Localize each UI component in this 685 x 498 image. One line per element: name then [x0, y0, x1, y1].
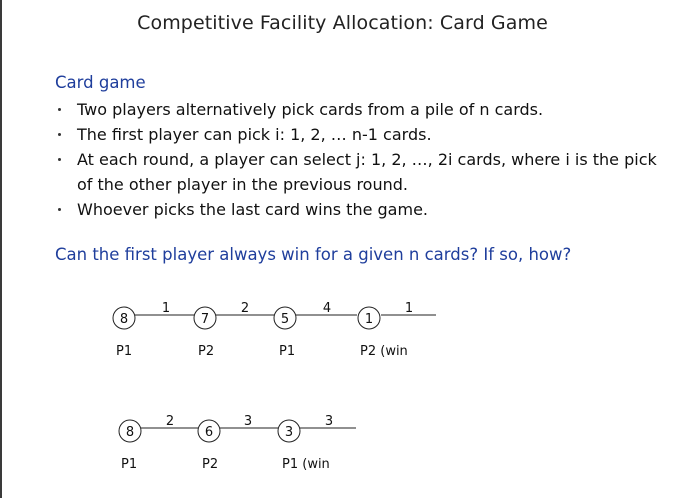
player-label: P2	[198, 344, 214, 359]
player-label: P1	[121, 457, 137, 472]
bullet-icon	[58, 108, 61, 111]
list-item: Whoever picks the last card wins the gam…	[56, 197, 676, 222]
list-item: Two players alternatively pick cards fro…	[56, 97, 676, 122]
node-label: 8	[120, 312, 128, 327]
player-label: P1	[279, 344, 295, 359]
card-node	[118, 419, 142, 443]
player-label: P2 (win	[360, 344, 408, 359]
slide-title: Competitive Facility Allocation: Card Ga…	[137, 12, 548, 34]
player-label: P1	[116, 344, 132, 359]
player-label: P2	[202, 457, 218, 472]
node-label: 8	[126, 425, 134, 440]
question-text: Can the first player always win for a gi…	[55, 245, 572, 264]
node-label: 1	[365, 312, 373, 327]
pick-label: 1	[405, 301, 413, 316]
rules-list: Two players alternatively pick cards fro…	[56, 97, 676, 222]
chain-1: 8 7 5 1 1 2 4 1 P1 P2 P1 P2 (win	[112, 301, 436, 359]
bullet-icon	[58, 133, 61, 136]
bullet-icon	[58, 158, 61, 161]
pick-label: 2	[241, 301, 249, 316]
card-node	[193, 306, 217, 330]
section-heading: Card game	[55, 73, 146, 92]
list-item: At each round, a player can select j: 1,…	[56, 147, 676, 197]
card-node	[277, 419, 301, 443]
player-label: P1 (win	[282, 457, 330, 472]
card-node	[112, 306, 136, 330]
node-label: 7	[201, 312, 209, 327]
list-item: The first player can pick i: 1, 2, … n-1…	[56, 122, 676, 147]
pick-label: 2	[166, 414, 174, 429]
card-node	[197, 419, 221, 443]
left-border	[0, 0, 2, 498]
node-label: 3	[285, 425, 293, 440]
pick-label: 3	[244, 414, 252, 429]
node-label: 6	[205, 425, 213, 440]
card-node	[273, 306, 297, 330]
pick-label: 1	[162, 301, 170, 316]
node-label: 5	[281, 312, 289, 327]
chain-2: 8 6 3 2 3 3 P1 P2 P1 (win	[118, 414, 356, 472]
pick-label: 4	[323, 301, 331, 316]
pick-label: 3	[325, 414, 333, 429]
bullet-icon	[58, 208, 61, 211]
card-node	[357, 306, 381, 330]
